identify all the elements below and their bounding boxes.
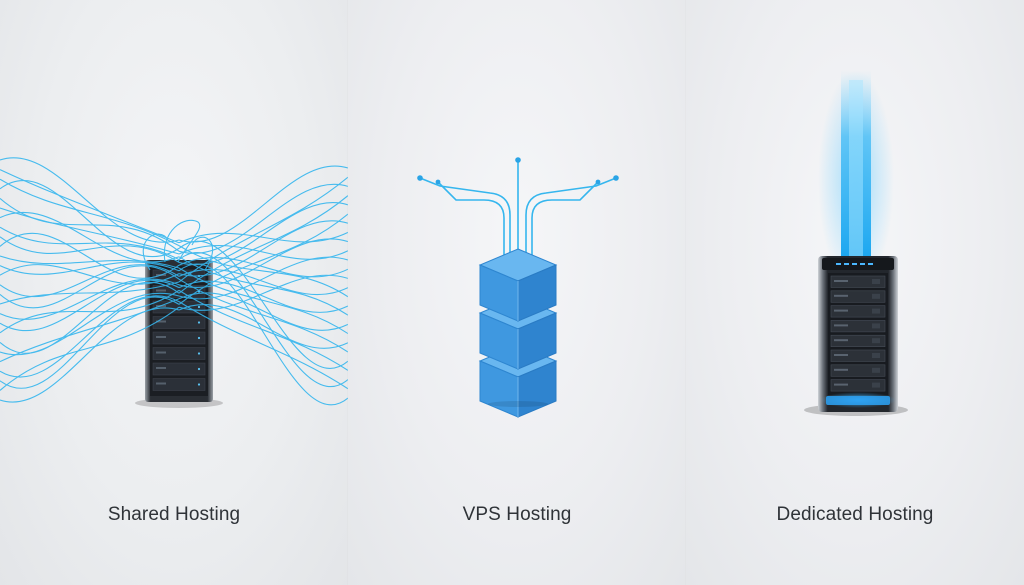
vps-hosting-label: VPS Hosting [462, 504, 572, 525]
dedicated-server-illustration [804, 70, 908, 416]
vps-cubes-illustration [417, 157, 619, 418]
shared-hosting-label: Shared Hosting [107, 504, 241, 525]
stacked-cubes-icon [478, 248, 558, 418]
dedicated-hosting-panel: Dedicated Hosting [686, 0, 1024, 585]
dedicated-hosting-label: Dedicated Hosting [776, 504, 934, 525]
vps-hosting-panel: VPS Hosting [348, 0, 686, 585]
shared-hosting-panel: Shared Hosting [0, 0, 348, 585]
shared-server-illustration [0, 157, 348, 408]
server-icon [818, 256, 898, 412]
connection-lines-icon [419, 160, 617, 262]
light-beam-icon [818, 70, 894, 290]
network-cables-icon [0, 157, 348, 406]
